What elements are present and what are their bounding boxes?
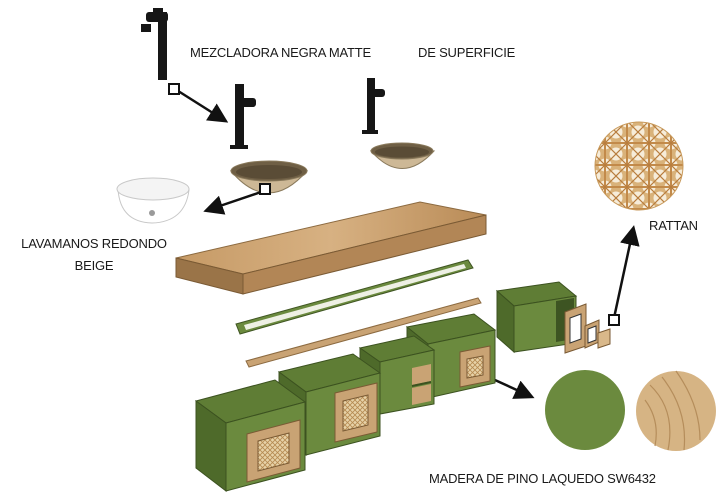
label-wood: MADERA DE PINO LAQUEDO SW6432 (429, 471, 656, 486)
olive-frame-rail (235, 259, 474, 335)
label-basin-line2: BEIGE (74, 258, 114, 273)
olive-color-swatch (545, 370, 625, 450)
arrow-faucet (168, 83, 229, 123)
cabinet-front-left (194, 379, 307, 493)
faucet-right (362, 78, 385, 134)
wooden-strip (245, 297, 482, 368)
faucet-left (230, 84, 256, 149)
arrow-rattan (608, 225, 640, 326)
wooden-countertop (175, 201, 487, 295)
rattan-swatch (594, 121, 684, 211)
label-basin-line1: LAVAMANOS REDONDO (21, 236, 167, 251)
vessel-sink-right (369, 142, 436, 169)
label-mixer: MEZCLADORA NEGRA MATTE (190, 45, 371, 60)
cabinet-doors-exploded (564, 303, 611, 354)
white-round-basin (116, 177, 190, 224)
label-rattan: RATTAN (649, 218, 698, 233)
faucet-top (141, 8, 168, 80)
arrow-basin (203, 183, 271, 215)
vessel-sink-left (229, 160, 309, 194)
label-surface: DE SUPERFICIE (418, 45, 516, 60)
cabinet-back-right (495, 281, 578, 354)
wood-grain-swatch (636, 370, 716, 451)
cabinet-mid-right (405, 313, 497, 400)
